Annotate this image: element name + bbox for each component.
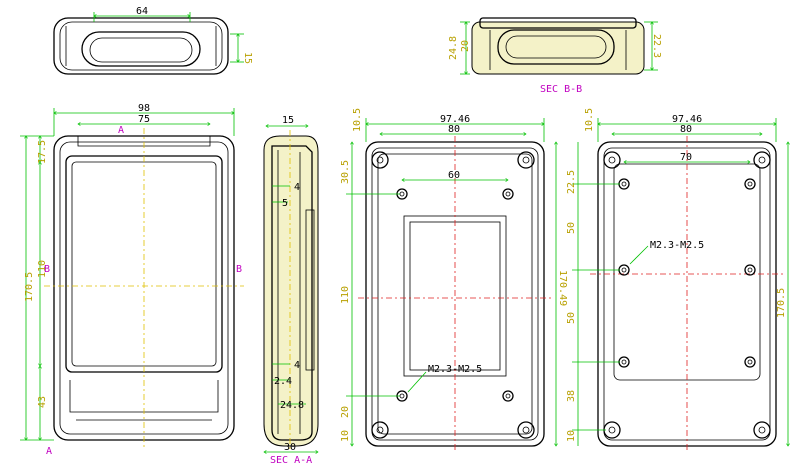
dim-4-bottom: 4 — [294, 360, 300, 371]
dim-170-49: 170.49 — [557, 270, 568, 306]
dim-5: 5 — [282, 198, 288, 209]
section-a-marker-top: A — [118, 125, 124, 136]
section-b-b: 24.8 20 22.3 SEC B-B — [448, 17, 662, 95]
dim-70: 70 — [680, 152, 692, 163]
dim-15: 15 — [242, 52, 253, 64]
section-b-marker-right: B — [236, 264, 242, 275]
section-a-a-label: SEC A-A — [270, 455, 312, 466]
inner-view: 97.46 80 60 10.5 30.5 110 20 10 170.49 M… — [340, 108, 568, 450]
dim-60: 60 — [448, 170, 460, 181]
dim-2-4: 2.4 — [274, 376, 292, 387]
dim-110-inner: 110 — [340, 286, 351, 304]
section-b-marker-left: B — [44, 264, 50, 275]
dim-22-3: 22.3 — [651, 34, 662, 58]
screw-bosses-inner — [371, 151, 535, 439]
dim-170-5: 170.5 — [24, 272, 35, 302]
dim-10-inner: 10 — [340, 430, 351, 442]
dim-20: 20 — [460, 40, 471, 52]
dim-10-5-back: 10.5 — [584, 108, 595, 132]
dim-17-5: 17.5 — [37, 140, 48, 164]
dim-80: 80 — [448, 124, 460, 135]
dim-30-5: 30.5 — [340, 160, 351, 184]
dim-98: 98 — [138, 103, 150, 114]
dim-50-upper: 50 — [566, 222, 577, 234]
dim-24-8: 24.8 — [448, 36, 459, 60]
dim-43: 43 — [37, 396, 48, 408]
dim-38: 38 — [566, 390, 577, 402]
dim-80-back: 80 — [680, 124, 692, 135]
dim-50-lower: 50 — [566, 312, 577, 324]
section-b-b-label: SEC B-B — [540, 84, 582, 95]
dim-15-sec: 15 — [282, 115, 294, 126]
dim-75: 75 — [138, 114, 150, 125]
back-view: 97.46 80 70 10.5 22.5 50 50 38 10 170.5 … — [566, 108, 788, 450]
dim-97-46: 97.46 — [440, 114, 470, 125]
dim-10-5: 10.5 — [352, 108, 363, 132]
section-a-a: 15 4 5 4 2.4 24.8 30 SEC A-A — [264, 115, 318, 466]
dim-24-8-sec: 24.8 — [280, 400, 304, 411]
dim-97-46-back: 97.46 — [672, 114, 702, 125]
dim-22-5: 22.5 — [566, 170, 577, 194]
front-view: 98 75 A 170.5 17.5 110 43 B B A — [20, 103, 244, 457]
screw-callout-inner: M2.3-M2.5 — [428, 364, 482, 375]
dim-64: 64 — [136, 6, 148, 17]
dim-30: 30 — [284, 442, 296, 453]
dim-170-5-back: 170.5 — [776, 288, 787, 318]
screw-callout-back: M2.3-M2.5 — [650, 240, 704, 251]
dim-110: 110 — [37, 260, 48, 278]
dim-20-inner: 20 — [340, 406, 351, 418]
dim-4-top: 4 — [294, 182, 300, 193]
dim-10-back: 10 — [566, 430, 577, 442]
section-a-marker-bottom: A — [46, 446, 52, 457]
top-view: 64 15 — [53, 6, 253, 75]
